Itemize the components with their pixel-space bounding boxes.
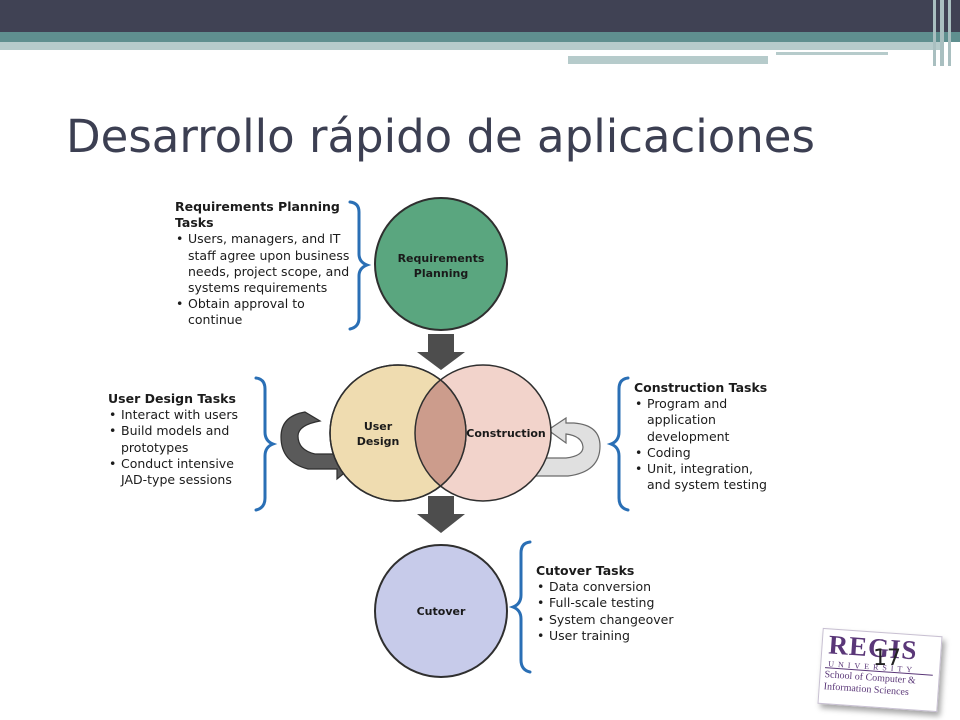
cutover-circle (374, 544, 508, 678)
user-design-circle-label-line2: Design (357, 435, 400, 448)
requirements-tasks-heading-line1: Requirements Planning (175, 199, 340, 214)
list-item: Full-scale testing (536, 595, 673, 611)
requirements-tasks-block: Requirements Planning Tasks Users, manag… (175, 199, 349, 329)
list-item: Build models and prototypes (108, 423, 238, 455)
cutover-tasks-list: Data conversion Full-scale testing Syste… (536, 579, 673, 644)
header-dark-bar (0, 0, 960, 32)
list-item: Data conversion (536, 579, 673, 595)
list-item-line: Unit, integration, (647, 461, 754, 477)
list-item-line: staff agree upon business (188, 247, 350, 263)
down-arrow-icon (417, 496, 465, 533)
slide-number: 17 (873, 646, 901, 671)
list-item: Interact with users (108, 407, 238, 423)
list-item-line: Full-scale testing (549, 595, 655, 611)
header-teal-bar (0, 32, 960, 42)
requirements-circle-label-line2: Planning (414, 267, 468, 280)
user-design-brace-icon (254, 376, 278, 512)
user-design-tasks-block: User Design Tasks Interact with users Bu… (108, 391, 238, 488)
requirements-brace-icon (348, 200, 372, 331)
list-item-line: System changeover (549, 611, 674, 627)
list-item-line: continue (188, 312, 243, 328)
header-edge-stripe (933, 0, 936, 66)
user-design-circle-outline (329, 364, 467, 502)
list-item-line: Users, managers, and IT (188, 231, 341, 247)
user-design-tasks-list: Interact with users Build models and pro… (108, 407, 238, 488)
list-item-line: Program and (647, 396, 728, 412)
construction-circle-label: Construction (466, 427, 545, 440)
requirements-tasks-list: Users, managers, and IT staff agree upon… (175, 231, 349, 328)
list-item: User training (536, 628, 673, 644)
cutover-tasks-heading: Cutover Tasks (536, 563, 635, 578)
requirements-planning-circle (374, 197, 508, 331)
header-edge-stripe (940, 0, 944, 66)
list-item: Users, managers, and IT staff agree upon… (175, 231, 349, 296)
list-item-line: Obtain approval to (188, 296, 305, 312)
user-design-circle-label-line1: User (364, 420, 393, 433)
list-item-line: application (647, 412, 716, 428)
list-item: Program and application development (634, 396, 767, 445)
cutover-circle-label: Cutover (417, 605, 466, 618)
header-accent-band (568, 56, 768, 64)
list-item-line: User training (549, 627, 630, 643)
header-edge-stripe (948, 0, 951, 66)
list-item: Coding (634, 445, 767, 461)
list-item: Unit, integration, and system testing (634, 461, 767, 493)
list-item: Conduct intensive JAD-type sessions (108, 456, 238, 488)
header-accent-line (776, 52, 888, 55)
list-item-line: Conduct intensive (121, 455, 234, 471)
header-light-band (0, 42, 940, 50)
slide-title: Desarrollo rápido de aplicaciones (66, 110, 815, 163)
list-item-line: and system testing (647, 477, 767, 493)
list-item-line: needs, project scope, and (188, 263, 350, 279)
user-design-tasks-heading: User Design Tasks (108, 391, 236, 406)
list-item-line: JAD-type sessions (121, 472, 232, 488)
list-item-line: Coding (647, 444, 691, 460)
cutover-tasks-block: Cutover Tasks Data conversion Full-scale… (536, 563, 673, 644)
overlap-region (414, 365, 466, 501)
construction-brace-icon (606, 376, 630, 512)
list-item: System changeover (536, 612, 673, 628)
list-item-line: development (647, 428, 730, 444)
list-item: Obtain approval to continue (175, 296, 349, 328)
list-item-line: Interact with users (121, 407, 239, 423)
list-item-line: prototypes (121, 439, 189, 455)
construction-tasks-block: Construction Tasks Program and applicati… (634, 380, 767, 493)
list-item-line: Data conversion (549, 579, 652, 595)
cutover-brace-icon (508, 540, 532, 674)
construction-tasks-list: Program and application development Codi… (634, 396, 767, 493)
requirements-tasks-heading-line2: Tasks (175, 215, 214, 231)
list-item-line: systems requirements (188, 280, 328, 296)
requirements-circle-label-line1: Requirements (398, 252, 485, 265)
construction-tasks-heading: Construction Tasks (634, 380, 768, 395)
list-item-line: Build models and (121, 423, 230, 439)
down-arrow-icon (417, 334, 465, 370)
